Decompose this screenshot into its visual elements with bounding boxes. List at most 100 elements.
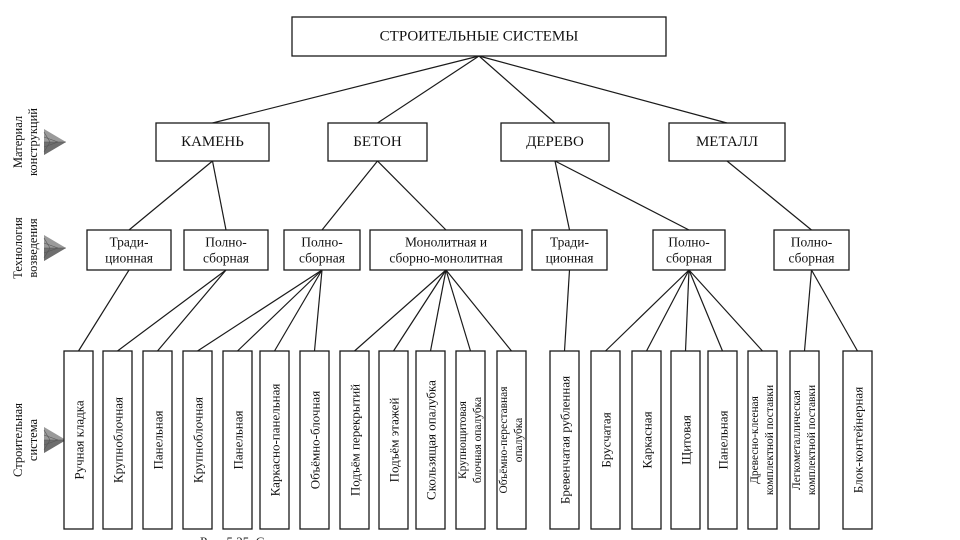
side-label-line: возведения xyxy=(26,218,40,278)
system-node-8-frame xyxy=(378,350,409,530)
system-node-5: Каркасно-панельная xyxy=(259,350,290,530)
system-label-group: Подъём этажей xyxy=(386,398,401,483)
diagram-edges xyxy=(77,55,859,352)
technology-node-t2: Полно-сборная xyxy=(183,229,269,271)
system-label-line: Крупнощитовая xyxy=(457,400,469,479)
level-marker-technology xyxy=(43,235,66,261)
node-label: Полно- xyxy=(301,235,343,250)
system-label-group: Объёмно-блочная xyxy=(307,391,322,489)
edge-t7-system-19 xyxy=(810,269,859,352)
node-label: Тради- xyxy=(550,235,590,250)
system-label-line: Ручная кладка xyxy=(71,400,86,480)
edge-root-derevo xyxy=(478,55,556,124)
system-label: Крупноблочная xyxy=(190,397,205,483)
level-markers xyxy=(43,129,66,453)
material-label: ДЕРЕВО xyxy=(526,134,584,150)
system-node-12-frame xyxy=(549,350,580,530)
system-label: Подъём этажей xyxy=(386,398,401,483)
system-label-group: Каркасно-панельная xyxy=(267,384,282,497)
edge-t4-system-7 xyxy=(354,269,447,352)
system-label-line: Легкометаллическая xyxy=(791,389,803,490)
system-node-15: Щитовая xyxy=(670,350,701,530)
system-node-10-frame xyxy=(455,350,486,530)
material-node-derevo: ДЕРЕВО xyxy=(500,122,610,162)
system-label-line: Древесно-клееная xyxy=(749,395,761,484)
system-node-14: Каркасная xyxy=(631,350,662,530)
system-node-16: Панельная xyxy=(707,350,738,530)
technology-node-t7: Полно-сборная xyxy=(773,229,850,271)
edge-kamen-t1 xyxy=(128,160,213,231)
technology-node-t4-frame xyxy=(369,229,523,271)
node-label: Монолитная и xyxy=(405,235,487,250)
system-label-line: Крупноблочная xyxy=(110,397,125,483)
system-label-group: Крупноблочная xyxy=(190,397,205,483)
node-label: сборная xyxy=(789,250,835,265)
system-label-line: Крупноблочная xyxy=(190,397,205,483)
technology-node-t5: Тради-ционная xyxy=(531,229,608,271)
node-label: сборная xyxy=(666,250,712,265)
material-node-derevo-frame xyxy=(500,122,610,162)
system-label: Ручная кладка xyxy=(71,400,86,480)
edge-t2-system-2 xyxy=(157,269,227,352)
system-label: Каркасная xyxy=(639,411,654,468)
material-node-metall: МЕТАЛЛ xyxy=(668,122,786,162)
system-label-group: Крупноблочная xyxy=(110,397,125,483)
system-label: Щитовая xyxy=(678,415,693,465)
side-label-line: конструкций xyxy=(26,108,40,176)
system-node-0-frame xyxy=(63,350,94,530)
edge-beton-t4 xyxy=(377,160,447,231)
node-label: ционная xyxy=(546,250,594,265)
edge-t6-system-13 xyxy=(605,269,690,352)
edge-t6-system-14 xyxy=(645,269,690,352)
technology-node-t1: Тради-ционная xyxy=(86,229,172,271)
system-label-line: опалубка xyxy=(512,418,525,463)
system-label-line: Брусчатая xyxy=(598,412,613,467)
system-label: Скользящая опалубка xyxy=(423,380,438,500)
root-node: СТРОИТЕЛЬНЫЕ СИСТЕМЫ xyxy=(291,16,667,57)
node-label: сборная xyxy=(203,250,249,265)
system-node-5-frame xyxy=(259,350,290,530)
system-label-line: Блок-контейнерная xyxy=(850,387,865,493)
edge-t3-system-5 xyxy=(273,269,323,352)
edge-root-metall xyxy=(478,55,728,124)
level-marker-system xyxy=(43,427,66,453)
node-label: Полно- xyxy=(668,235,710,250)
system-node-18-frame xyxy=(789,350,820,530)
system-node-0: Ручная кладка xyxy=(63,350,94,530)
figure-caption: Рис. 5.25. Строительные системы xyxy=(200,534,386,540)
node-label: ционная xyxy=(105,250,153,265)
system-node-2-frame xyxy=(142,350,173,530)
system-node-15-frame xyxy=(670,350,701,530)
edge-t3-system-3 xyxy=(197,269,323,352)
material-label: КАМЕНЬ xyxy=(181,134,244,150)
system-label-line: Щитовая xyxy=(678,415,693,465)
node-label: сборная xyxy=(299,250,345,265)
system-label-line: Подъём этажей xyxy=(386,398,401,483)
node-label: сборно-монолитная xyxy=(389,250,502,265)
system-node-1: Крупноблочная xyxy=(102,350,133,530)
system-label-group: Ручная кладка xyxy=(71,400,86,480)
system-node-1-frame xyxy=(102,350,133,530)
system-label-line: Бревенчатая рубленная xyxy=(557,376,572,504)
side-label-line: система xyxy=(26,418,40,461)
system-label: Блок-контейнерная xyxy=(850,387,865,493)
system-label-group: Каркасная xyxy=(639,411,654,468)
material-node-kamen: КАМЕНЬ xyxy=(155,122,270,162)
edge-t3-system-4 xyxy=(237,269,323,352)
system-node-4: Панельная xyxy=(222,350,253,530)
edge-root-beton xyxy=(377,55,480,124)
system-label: Бревенчатая рубленная xyxy=(557,376,572,504)
edge-t7-system-18 xyxy=(803,269,813,352)
system-node-6-frame xyxy=(299,350,330,530)
edge-t5-system-12 xyxy=(563,269,571,352)
